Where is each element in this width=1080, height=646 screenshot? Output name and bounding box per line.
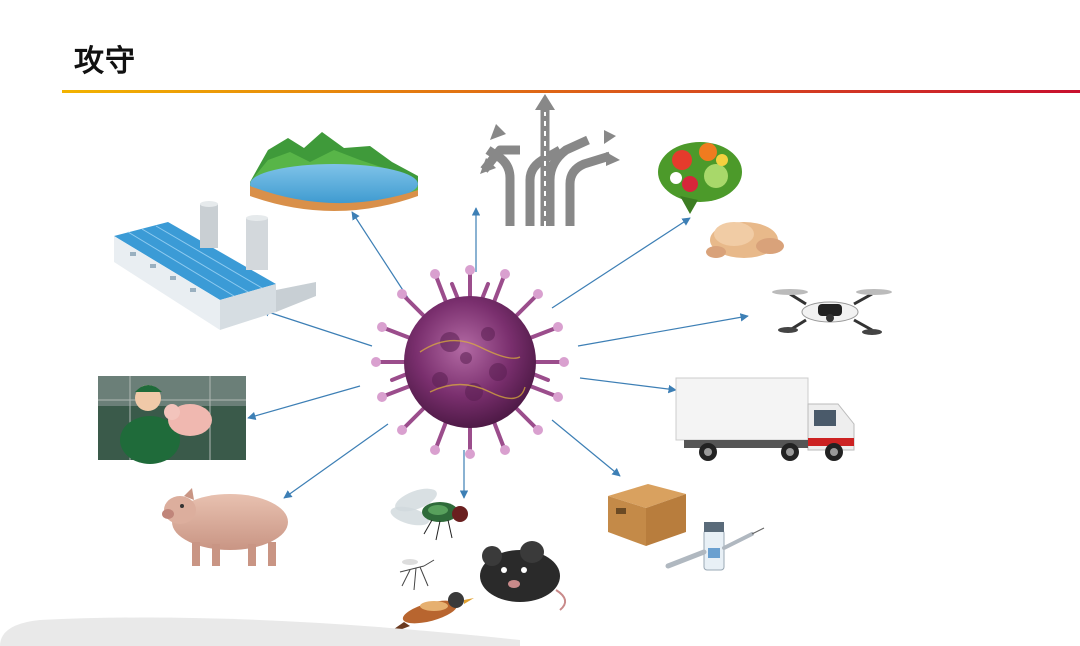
lake-landscape-icon <box>250 132 418 211</box>
road-routes-icon <box>480 104 612 226</box>
vaccine-vial-icon <box>665 522 765 571</box>
salad-icon <box>658 142 742 214</box>
bird-icon <box>384 592 474 636</box>
raw-chicken-icon <box>706 222 784 258</box>
pig-farm-building-icon <box>114 201 316 330</box>
arrow-to-lake <box>351 211 409 299</box>
slide-title: 攻守 <box>74 44 136 79</box>
arrow-to-farm <box>261 308 373 347</box>
mosquito-icon <box>399 559 435 591</box>
fly-icon <box>390 488 468 541</box>
arrow-to-worker <box>247 385 361 420</box>
drone-icon <box>772 289 892 335</box>
farm-worker-with-piglet-icon <box>98 376 246 464</box>
arrow-to-drone <box>577 313 749 347</box>
package-box-icon <box>608 484 686 546</box>
bottom-decoration <box>0 617 520 646</box>
arrow-to-food <box>551 217 691 309</box>
spread-arrows <box>247 207 749 499</box>
arrow-to-package <box>551 419 621 477</box>
title-divider <box>62 90 1080 93</box>
pig-icon <box>162 488 288 566</box>
rat-icon <box>480 541 567 611</box>
arrow-to-truck <box>579 377 677 394</box>
virus-icon <box>371 265 569 459</box>
road-lane-marks <box>519 112 561 226</box>
road-arrowheads <box>480 94 620 174</box>
refrigerated-truck-icon <box>675 377 855 461</box>
arrow-to-pig <box>283 423 389 499</box>
